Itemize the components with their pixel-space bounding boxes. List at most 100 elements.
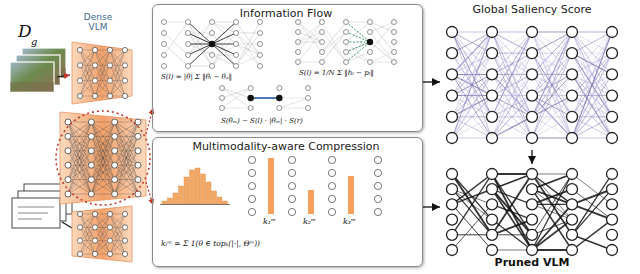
formula: S(l) = |θ| Σ ‖θᵢ − θₒ‖ xyxy=(161,73,232,81)
network-edge xyxy=(370,32,394,62)
neuron xyxy=(527,214,538,225)
neuron xyxy=(527,133,538,144)
network-edge xyxy=(68,122,91,151)
network-edge xyxy=(164,22,188,23)
neuron xyxy=(135,162,141,168)
network-edge xyxy=(572,32,612,138)
network-edge xyxy=(492,174,532,250)
network-edge xyxy=(115,122,138,180)
network-edge xyxy=(80,214,95,254)
neuron xyxy=(135,191,141,197)
neuron xyxy=(248,86,253,91)
neuron xyxy=(88,177,94,183)
neuron xyxy=(567,111,578,122)
neuron xyxy=(162,20,167,25)
network-edge xyxy=(68,180,91,194)
network-edge xyxy=(68,180,91,194)
network-edge xyxy=(91,122,114,180)
neuron xyxy=(447,69,458,80)
neuron xyxy=(344,20,349,25)
neuron xyxy=(288,156,295,163)
neuron xyxy=(567,90,578,101)
neuron xyxy=(92,93,97,98)
network-edge xyxy=(370,52,394,62)
flow-arrow xyxy=(423,81,440,82)
neuron xyxy=(607,48,618,59)
network-edge xyxy=(212,22,236,44)
network-edge xyxy=(236,22,260,66)
network-edge xyxy=(212,22,236,66)
network-edge xyxy=(532,32,572,138)
neuron xyxy=(122,47,127,52)
network-edge xyxy=(532,117,572,138)
neuron xyxy=(65,119,71,125)
highlight-edge xyxy=(188,33,212,44)
network-edge xyxy=(532,32,572,53)
neuron xyxy=(374,169,381,176)
network-edge xyxy=(298,22,322,42)
network-edge xyxy=(212,44,236,66)
network-edge xyxy=(212,22,236,33)
neuron xyxy=(65,162,71,168)
budget-label: k₁ᵐ xyxy=(263,217,276,226)
neuron xyxy=(320,20,325,25)
pruned-group xyxy=(447,169,618,256)
histogram-bar xyxy=(206,182,211,204)
neuron xyxy=(527,245,538,256)
network-edge xyxy=(452,74,492,138)
neuron xyxy=(527,169,538,180)
neuron xyxy=(77,225,82,230)
network-edge xyxy=(298,32,322,62)
neuron xyxy=(258,42,263,47)
neuron xyxy=(162,64,167,69)
neuron xyxy=(92,78,97,83)
neuron xyxy=(344,40,349,45)
neuron xyxy=(487,111,498,122)
network-figure: Global Saliency Score xyxy=(440,4,628,150)
histogram-bar xyxy=(184,177,189,204)
neuron xyxy=(447,133,458,144)
network-edge xyxy=(115,194,138,195)
network-edge xyxy=(532,204,572,250)
neuron xyxy=(92,63,97,68)
network-edge xyxy=(164,33,188,55)
neuron xyxy=(88,162,94,168)
neuron xyxy=(527,184,538,195)
neuron xyxy=(607,199,618,210)
network-edge xyxy=(110,81,125,96)
neuron xyxy=(77,93,82,98)
network-edge xyxy=(532,174,572,189)
network-edge xyxy=(68,165,91,194)
network-edge xyxy=(68,165,91,194)
neuron xyxy=(77,47,82,52)
neuron xyxy=(527,111,538,122)
network-edge xyxy=(115,122,138,180)
network-edge xyxy=(222,88,251,98)
network-edge xyxy=(80,50,95,96)
histogram-bar xyxy=(173,193,178,204)
neuron xyxy=(112,148,118,154)
network-edge xyxy=(452,189,492,235)
neuron xyxy=(567,184,578,195)
neuron xyxy=(296,60,301,65)
network-edge xyxy=(95,81,110,96)
neuron xyxy=(186,42,191,47)
formula: kₗᵐ = Σ 1(θ ∈ topₖ(|·|, Θᵐ)) xyxy=(161,240,260,249)
neuron xyxy=(65,191,71,197)
neuron xyxy=(296,50,301,55)
network-edge xyxy=(110,241,125,254)
network-edge xyxy=(115,165,138,194)
network-edge xyxy=(298,22,322,52)
network-edge xyxy=(68,136,91,194)
budget-label: k₂ᵐ xyxy=(303,217,316,226)
network-edge xyxy=(572,32,612,53)
focus-circle xyxy=(56,111,150,205)
network-edge xyxy=(222,88,251,108)
text-line xyxy=(18,213,48,214)
network-edge xyxy=(91,122,114,194)
network-edge xyxy=(212,33,236,66)
neuron xyxy=(234,31,239,36)
neuron xyxy=(234,53,239,58)
network-edge xyxy=(298,42,322,43)
neuron xyxy=(122,93,127,98)
